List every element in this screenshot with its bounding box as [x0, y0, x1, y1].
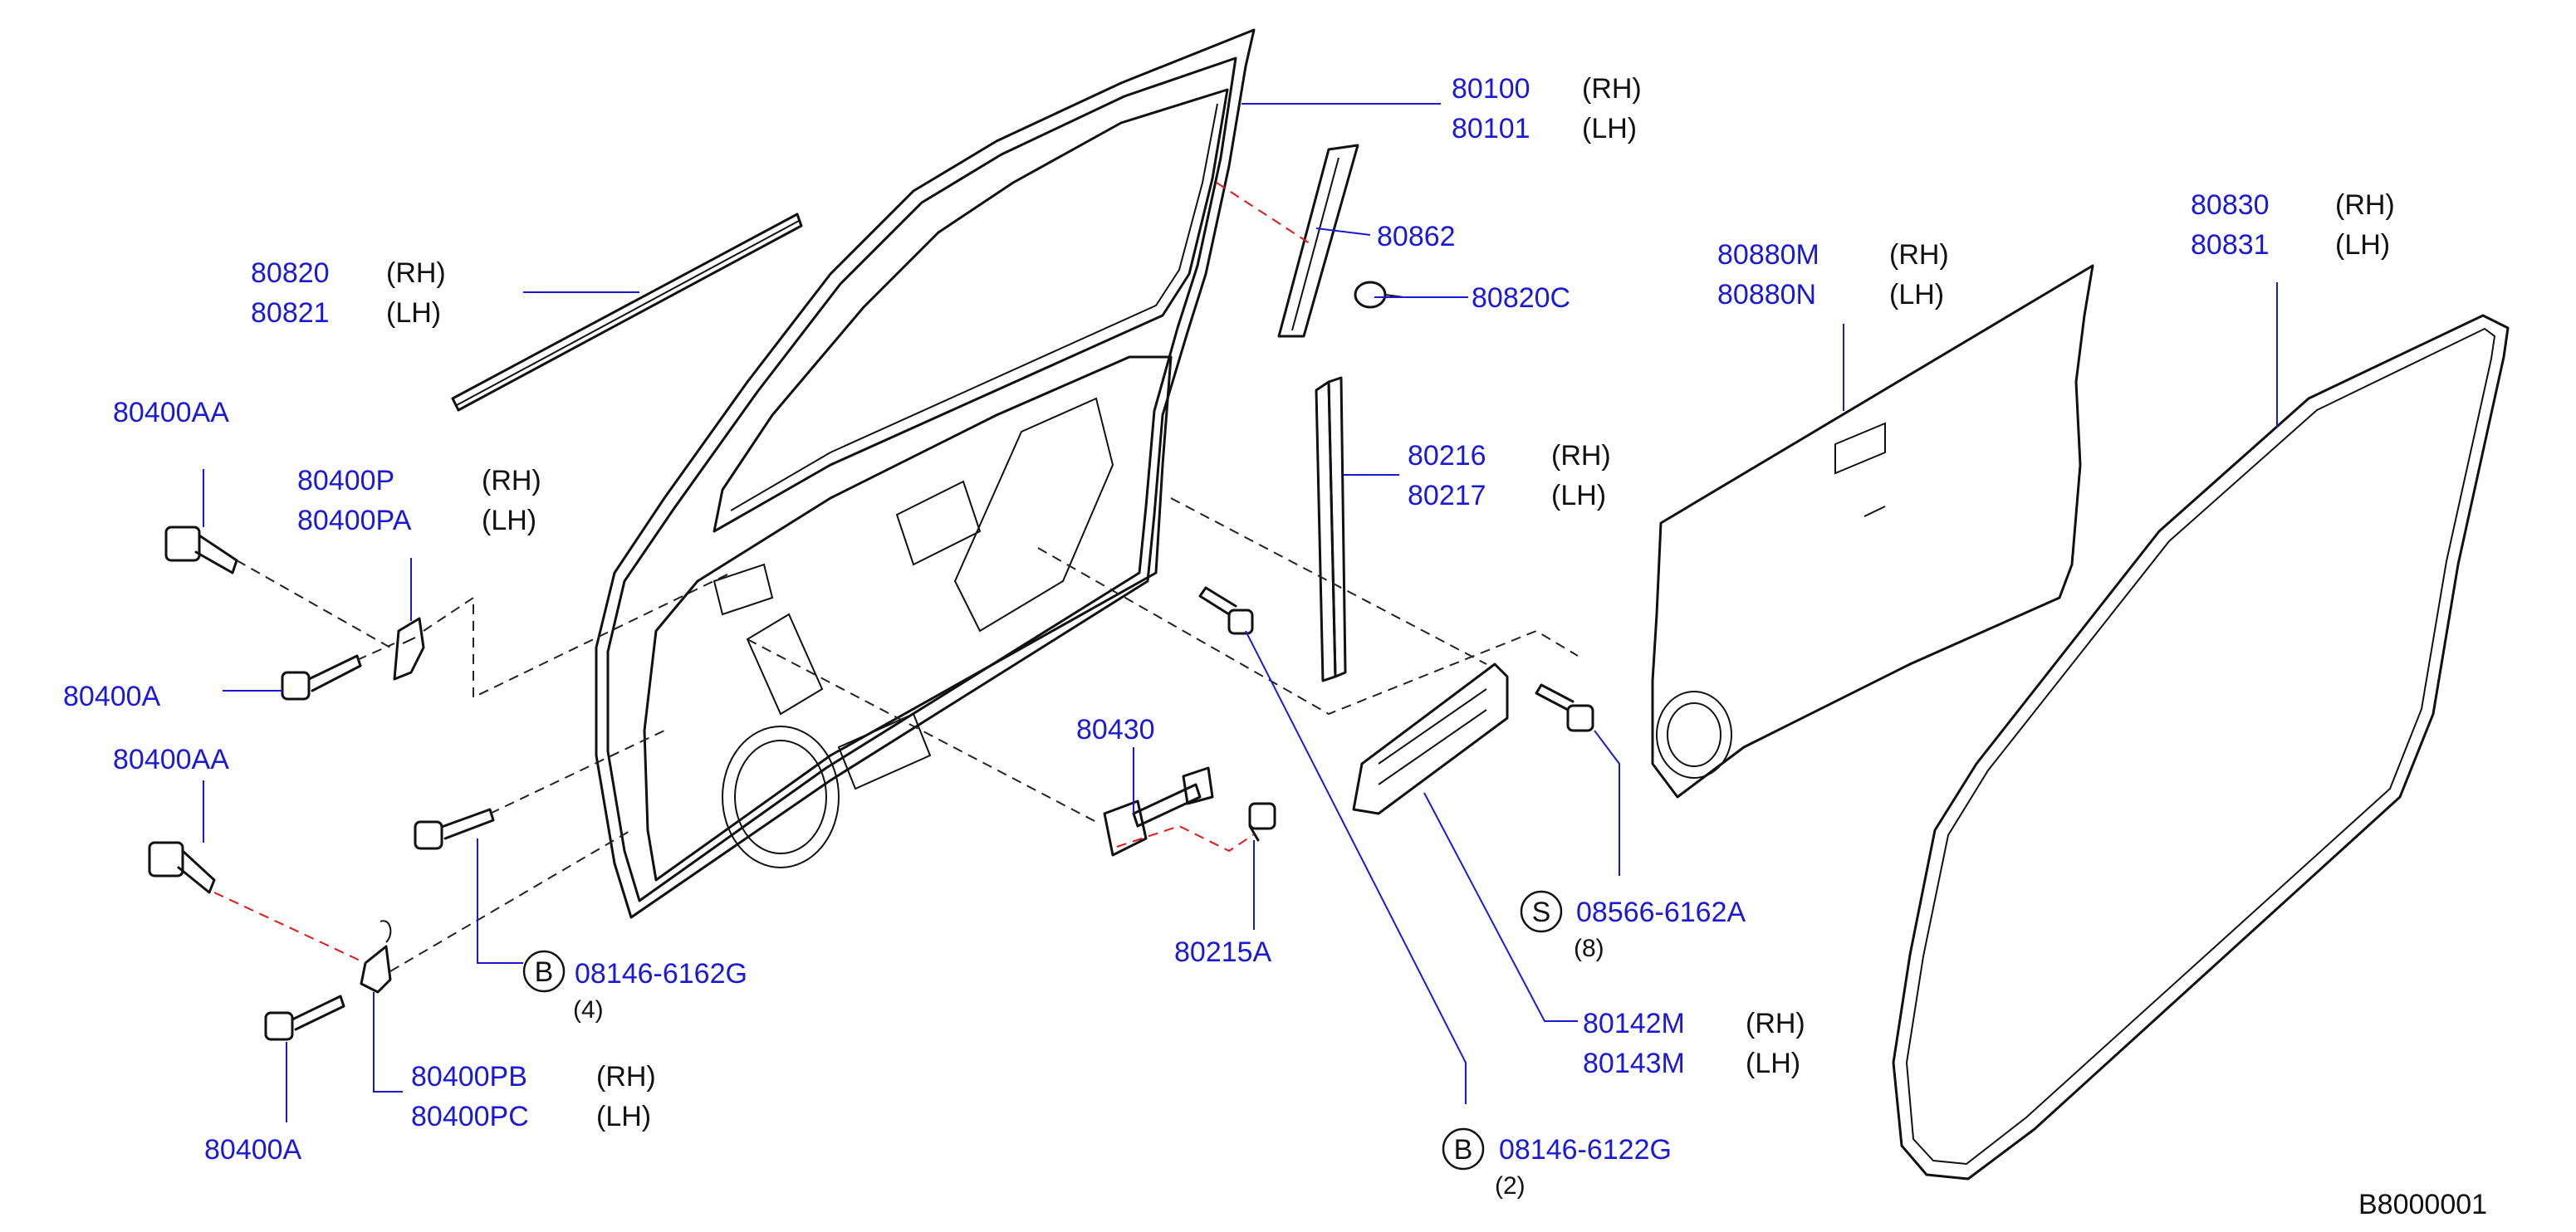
- pn-80216: 80216: [1408, 440, 1486, 472]
- callout-08566-6162a: S 08566-6162A (8): [1520, 890, 1746, 962]
- pn-80400pb: 80400PB: [411, 1061, 527, 1093]
- side-lh: (LH): [596, 1101, 651, 1132]
- pn-80880n: 80880N: [1717, 279, 1816, 310]
- pn-80400p: 80400P: [297, 465, 394, 496]
- side-rh: (RH): [596, 1061, 656, 1093]
- door-weatherstrip[interactable]: [1892, 314, 2510, 1181]
- pn-80862: 80862: [1377, 221, 1456, 252]
- side-rh: (RH): [482, 465, 541, 496]
- pn-80215a: 80215A: [1174, 936, 1272, 968]
- pn-08566-6162a: 08566-6162A: [1576, 897, 1746, 928]
- side-rh: (RH): [1889, 239, 1949, 271]
- qty: (8): [1574, 935, 1604, 962]
- prefix-circle: [522, 950, 566, 993]
- rear-sash[interactable]: [1315, 376, 1347, 682]
- side-rh: (RH): [386, 257, 446, 289]
- prefix-circle: [1442, 1127, 1485, 1171]
- pn-80430: 80430: [1076, 714, 1155, 746]
- pn-80217: 80217: [1408, 480, 1486, 511]
- bolt-80215a[interactable]: [1248, 802, 1276, 842]
- pn-80100: 80100: [1452, 73, 1530, 105]
- side-lh: (LH): [1746, 1048, 1800, 1079]
- pn-80820c: 80820C: [1472, 282, 1570, 314]
- callout-08146-6122g: B 08146-6122G (2): [1442, 1127, 1672, 1200]
- qty: (4): [573, 996, 604, 1024]
- prefix-b: B: [535, 956, 554, 988]
- side-lh: (LH): [1551, 480, 1606, 511]
- pn-08146-6122g: 08146-6122G: [1499, 1134, 1672, 1166]
- side-rh: (RH): [2335, 189, 2395, 221]
- bolt-80400aa-top[interactable]: [164, 526, 238, 574]
- pn-80400pa: 80400PA: [297, 505, 412, 536]
- pn-80143m: 80143M: [1583, 1048, 1685, 1079]
- pn-80820: 80820: [251, 257, 330, 289]
- pn-80400a: 80400A: [63, 681, 161, 712]
- bolt-80400aa-bottom[interactable]: [148, 841, 216, 894]
- prefix-b: B: [1454, 1134, 1473, 1166]
- side-rh: (RH): [1551, 440, 1611, 472]
- side-lh: (LH): [482, 505, 536, 536]
- side-lh: (LH): [386, 297, 441, 329]
- bolt-08146-6162g[interactable]: [414, 808, 495, 850]
- sealing-screen[interactable]: [1651, 264, 2094, 799]
- door-bracket[interactable]: [1352, 662, 1509, 815]
- pn-80400aa: 80400AA: [113, 397, 229, 428]
- side-lh: (LH): [1889, 279, 1944, 310]
- side-lh: (LH): [1582, 113, 1637, 144]
- side-rh: (RH): [1582, 73, 1642, 105]
- pn-80400a: 80400A: [204, 1134, 302, 1166]
- qty: (2): [1495, 1172, 1526, 1200]
- seal-strip[interactable]: [1277, 144, 1359, 338]
- pn-80880m: 80880M: [1717, 239, 1819, 271]
- assembly-lines: [213, 182, 1579, 972]
- pn-80821: 80821: [251, 297, 330, 329]
- bolt-80400a-top[interactable]: [281, 654, 362, 701]
- pn-80142m: 80142M: [1583, 1008, 1685, 1039]
- prefix-circle: [1520, 890, 1563, 933]
- pn-08146-6162g: 08146-6162G: [575, 958, 747, 990]
- pn-80400aa: 80400AA: [113, 744, 229, 775]
- pn-80831: 80831: [2191, 229, 2270, 261]
- side-rh: (RH): [1746, 1008, 1805, 1039]
- side-lh: (LH): [2335, 229, 2390, 261]
- prefix-s: S: [1532, 897, 1551, 928]
- front-door-shell[interactable]: [595, 28, 1256, 919]
- bolt-08146-6122g[interactable]: [1198, 586, 1254, 635]
- pn-80101: 80101: [1452, 113, 1530, 144]
- lower-hinge[interactable]: [360, 920, 392, 994]
- callout-08146-6162g: B 08146-6162G (4): [522, 950, 747, 1024]
- outer-weatherstrip[interactable]: [451, 213, 803, 412]
- door-check-link[interactable]: [1103, 766, 1214, 857]
- pn-80400pc: 80400PC: [411, 1101, 529, 1132]
- leader-lines: [203, 103, 2278, 1122]
- pn-80830: 80830: [2191, 189, 2270, 221]
- clip[interactable]: [1354, 281, 1404, 309]
- upper-hinge[interactable]: [393, 617, 425, 681]
- screw-08566[interactable]: [1535, 683, 1594, 732]
- bolt-80400a-bottom[interactable]: [264, 995, 345, 1041]
- diagram-code: B8000001: [2358, 1189, 2487, 1220]
